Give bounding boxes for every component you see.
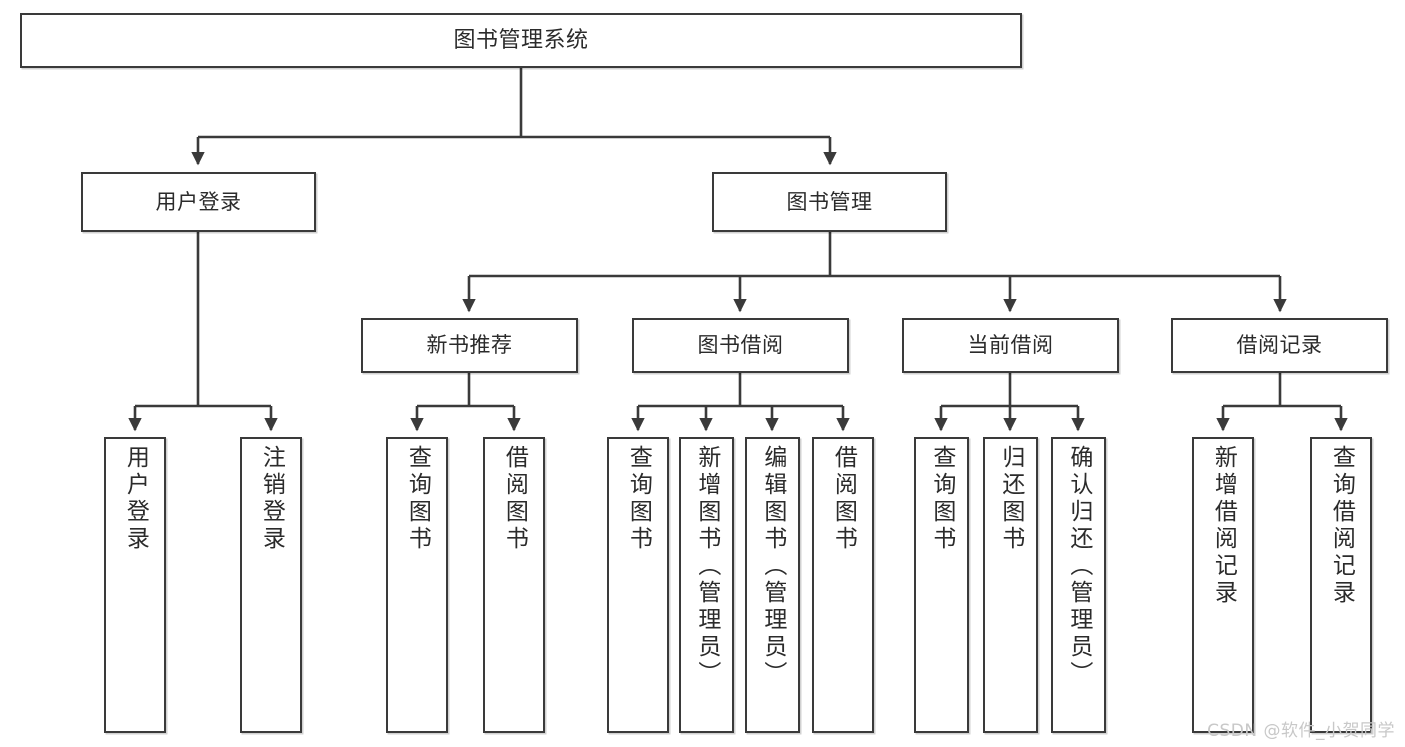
leaf-borrow-book-recommend-label: 借阅图书 <box>501 445 528 553</box>
leaf-confirm-return[interactable]: 确认归还（管理员） <box>1051 437 1106 733</box>
node-current-borrow[interactable]: 当前借阅 <box>902 318 1119 373</box>
leaf-confirm-return-label: 确认归还（管理员） <box>1065 445 1092 688</box>
node-root-label: 图书管理系统 <box>453 27 589 53</box>
leaf-user-login[interactable]: 用户登录 <box>104 437 166 733</box>
leaf-return-book-label: 归还图书 <box>997 445 1024 553</box>
leaf-query-borrow-record[interactable]: 查询借阅记录 <box>1310 437 1372 733</box>
node-user-login-label: 用户登录 <box>155 189 242 214</box>
leaf-query-book-borrow[interactable]: 查询图书 <box>607 437 669 733</box>
leaf-add-borrow-record-label: 新增借阅记录 <box>1210 445 1237 607</box>
leaf-borrow-book-label: 借阅图书 <box>830 445 857 553</box>
leaf-query-book-borrow-label: 查询图书 <box>625 445 652 553</box>
leaf-borrow-book[interactable]: 借阅图书 <box>812 437 874 733</box>
leaf-query-book-current-label: 查询图书 <box>928 445 955 553</box>
node-book-borrow[interactable]: 图书借阅 <box>632 318 849 373</box>
leaf-add-book[interactable]: 新增图书（管理员） <box>679 437 734 733</box>
node-new-book-recommend[interactable]: 新书推荐 <box>361 318 578 373</box>
leaf-return-book[interactable]: 归还图书 <box>983 437 1038 733</box>
leaf-query-book-current[interactable]: 查询图书 <box>914 437 969 733</box>
leaf-query-book-recommend[interactable]: 查询图书 <box>386 437 448 733</box>
leaf-query-borrow-record-label: 查询借阅记录 <box>1328 445 1355 607</box>
leaf-borrow-book-recommend[interactable]: 借阅图书 <box>483 437 545 733</box>
node-root[interactable]: 图书管理系统 <box>20 13 1022 68</box>
node-new-book-recommend-label: 新书推荐 <box>426 333 513 357</box>
node-borrow-record-label: 借阅记录 <box>1236 333 1323 357</box>
node-book-borrow-label: 图书借阅 <box>697 333 784 357</box>
node-current-borrow-label: 当前借阅 <box>967 333 1054 357</box>
leaf-user-login-label: 用户登录 <box>122 445 149 553</box>
leaf-add-book-label: 新增图书（管理员） <box>693 445 720 688</box>
leaf-add-borrow-record[interactable]: 新增借阅记录 <box>1192 437 1254 733</box>
leaf-query-book-recommend-label: 查询图书 <box>404 445 431 553</box>
node-book-manage-label: 图书管理 <box>786 189 873 214</box>
node-user-login[interactable]: 用户登录 <box>81 172 316 232</box>
node-book-manage[interactable]: 图书管理 <box>712 172 947 232</box>
leaf-logout-label: 注销登录 <box>258 445 285 553</box>
csdn-watermark: CSDN @软件_小贺同学 <box>1207 721 1395 741</box>
node-borrow-record[interactable]: 借阅记录 <box>1171 318 1388 373</box>
leaf-edit-book[interactable]: 编辑图书（管理员） <box>745 437 800 733</box>
leaf-logout[interactable]: 注销登录 <box>240 437 302 733</box>
leaf-edit-book-label: 编辑图书（管理员） <box>759 445 786 688</box>
